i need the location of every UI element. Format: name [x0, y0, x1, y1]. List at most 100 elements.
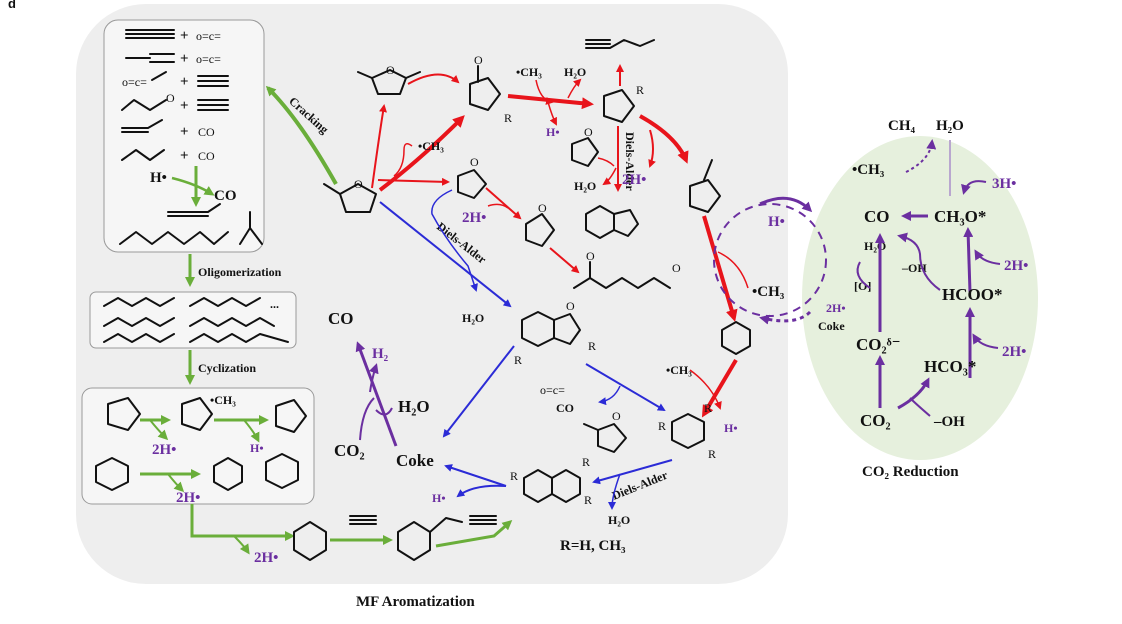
- panel-letter: d: [8, 0, 16, 11]
- svg-text:O: O: [566, 299, 575, 313]
- svg-text:CO₂ᵟ⁻: CO₂ᵟ⁻: [856, 335, 901, 354]
- svg-text:O: O: [538, 201, 547, 215]
- ch3-top: •CH₃: [516, 65, 542, 79]
- svg-text:R: R: [704, 401, 712, 415]
- svg-text:O: O: [586, 249, 595, 263]
- ch3-pool: •CH₃: [752, 284, 785, 300]
- naphthalene: R R R: [510, 455, 592, 507]
- methylfuran-main: O: [323, 177, 377, 213]
- svg-text:o=c=: o=c=: [196, 29, 221, 43]
- h2o-top: H₂O: [564, 65, 586, 79]
- cracking-product-list: + o=c= + o=c= o=c= + O + + CO + CO: [121, 28, 229, 164]
- h-radical-top: H•: [546, 125, 560, 139]
- svg-text:R: R: [582, 455, 590, 469]
- h-radical-cracking: H•: [150, 170, 167, 186]
- svg-text:o=c=: o=c=: [122, 75, 147, 89]
- svg-text:+: +: [180, 148, 189, 164]
- h-radical-naph: H•: [432, 491, 446, 505]
- svg-text:CH₄: CH₄: [888, 118, 916, 134]
- svg-text:O: O: [166, 91, 175, 105]
- co-cracking: CO: [214, 188, 237, 204]
- svg-text:O: O: [354, 177, 363, 191]
- benzofuran: O R R: [514, 299, 596, 367]
- svg-text:O: O: [672, 261, 681, 275]
- svg-text:R: R: [510, 469, 518, 483]
- cyclopentenone: O R: [469, 53, 512, 125]
- svg-text:CO: CO: [198, 149, 215, 163]
- h2o-mid-da: H₂O: [574, 179, 596, 193]
- r-benzene: R R R: [658, 401, 716, 461]
- svg-text:2H•: 2H•: [1002, 344, 1026, 360]
- h-radical-pool: H•: [768, 214, 785, 230]
- svg-text:R: R: [658, 419, 666, 433]
- ch3-right: •CH₃: [666, 363, 692, 377]
- svg-text:2H•: 2H•: [152, 442, 176, 458]
- svg-text:2H•: 2H•: [1004, 258, 1028, 274]
- caption-mf-aromatization: MF Aromatization: [356, 594, 475, 610]
- svg-text:HCOO*: HCOO*: [942, 285, 1002, 304]
- svg-text:R: R: [636, 83, 644, 97]
- svg-text:+: +: [180, 28, 189, 44]
- two-h-furan: 2H•: [462, 210, 486, 226]
- ch3-cyclization: •CH₃: [210, 393, 236, 407]
- svg-text:H•: H•: [250, 441, 264, 455]
- svg-text:O: O: [470, 155, 479, 169]
- svg-text:R: R: [504, 111, 512, 125]
- svg-text:O: O: [386, 63, 395, 77]
- dienes-group: [119, 203, 263, 245]
- r-definition: R=H, CH₃: [560, 538, 626, 554]
- co2-reduction-network: CH₄ H₂O •CH₃ 3H• CO CH₃O* H₂O –OH 2H• HC…: [818, 118, 1028, 430]
- co2-coke: CO₂: [334, 441, 365, 460]
- svg-text:+: +: [180, 124, 189, 140]
- svg-text:O: O: [612, 409, 621, 423]
- cracking-products-box: [103, 19, 265, 253]
- diels-alder-label-1: Diels-Alder: [623, 132, 637, 191]
- svg-text:+: +: [180, 74, 189, 90]
- svg-text:•CH₃: •CH₃: [852, 162, 885, 178]
- fulvene: [689, 159, 721, 213]
- svg-text:R: R: [708, 447, 716, 461]
- svg-text:CO: CO: [198, 125, 215, 139]
- svg-text:2H•: 2H•: [826, 301, 846, 315]
- svg-text:o=c=: o=c=: [196, 52, 221, 66]
- svg-text:...: ...: [270, 297, 279, 311]
- svg-text:+: +: [180, 51, 189, 67]
- co-coke: CO: [328, 309, 354, 328]
- ketene: o=c=: [540, 383, 565, 397]
- svg-text:O: O: [474, 53, 483, 67]
- h2o-benzofuran: H₂O: [462, 311, 484, 325]
- svg-text:R: R: [588, 339, 596, 353]
- svg-text:O: O: [584, 125, 593, 139]
- svg-text:–OH: –OH: [933, 414, 965, 430]
- svg-text:CO: CO: [864, 207, 890, 226]
- svg-text:Coke: Coke: [818, 319, 845, 333]
- svg-text:H₂O: H₂O: [936, 118, 964, 134]
- h2-coke: H₂: [372, 346, 389, 362]
- oligomers-group: ...: [103, 297, 289, 343]
- caption-co2-reduction: CO₂ Reduction: [862, 464, 959, 480]
- h2o-coke: H₂O: [398, 397, 430, 416]
- h-radical-right: H•: [724, 421, 738, 435]
- svg-text:2H•: 2H•: [176, 490, 200, 506]
- benzene-right: [721, 321, 751, 355]
- svg-text:HCO₃*: HCO₃*: [924, 357, 976, 376]
- svg-text:CO₂: CO₂: [860, 411, 891, 430]
- two-h-fulvene: 2H•: [622, 172, 646, 188]
- oligomerization-label: Oligomerization: [198, 265, 282, 279]
- svg-text:R: R: [584, 493, 592, 507]
- radical-pool-circle: [713, 203, 827, 317]
- co2-reduction-panel: [802, 136, 1038, 460]
- svg-text:3H•: 3H•: [992, 176, 1016, 192]
- svg-text:2H•: 2H•: [254, 550, 278, 566]
- svg-text:H₂O: H₂O: [864, 239, 886, 253]
- indene: [585, 205, 639, 239]
- co-ketene: CO: [556, 401, 574, 415]
- svg-text:CH₃O*: CH₃O*: [934, 207, 986, 226]
- cyclization-label: Cyclization: [198, 361, 256, 375]
- r-cyclopentadiene: R: [603, 83, 644, 123]
- svg-text:+: +: [180, 98, 189, 114]
- coke-label: Coke: [396, 451, 434, 470]
- ch3-near-mf: •CH₃: [418, 139, 444, 153]
- svg-text:R: R: [514, 353, 522, 367]
